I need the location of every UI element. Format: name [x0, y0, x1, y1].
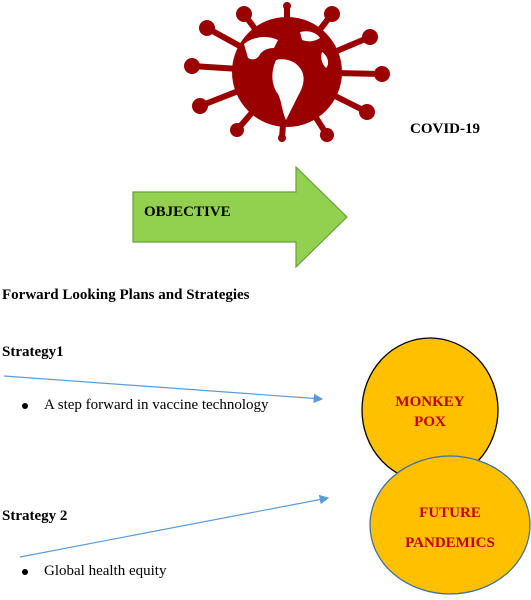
future-pandemics-label: FUTURE PANDEMICS	[395, 498, 505, 558]
strategy-1-text: A step forward in vaccine technology	[44, 397, 269, 413]
plans-heading: Forward Looking Plans and Strategies	[2, 287, 250, 303]
bullet-dot	[22, 402, 28, 409]
strategy-2-text: Global health equity	[44, 563, 167, 579]
strategy-2-heading: Strategy 2	[2, 508, 68, 524]
objective-arrow	[132, 166, 348, 268]
strategy-1-connector-arrow	[3, 375, 324, 404]
continent-outlines	[244, 31, 329, 120]
covid-label: COVID-19	[410, 121, 480, 137]
coronavirus-globe-icon	[184, 2, 390, 142]
monkey-pox-label: MONKEY POX	[380, 392, 480, 433]
future-pandemics-line-2: PANDEMICS	[405, 535, 495, 551]
strategy-1-heading: Strategy1	[2, 344, 64, 360]
objective-label: OBJECTIVE	[144, 204, 231, 220]
virus-spike-tips	[184, 2, 390, 142]
objective-arrow-shape	[132, 166, 348, 268]
monkey-pox-line-2: POX	[414, 414, 446, 431]
bullet-dot	[22, 568, 28, 575]
strategy-1-bullet: A step forward in vaccine technology	[22, 397, 269, 414]
strategy-2-connector-arrow	[19, 494, 330, 558]
monkey-pox-line-1: MONKEY	[395, 394, 465, 410]
strategy-2-bullet: Global health equity	[22, 563, 166, 580]
future-pandemics-line-1: FUTURE	[419, 505, 481, 521]
